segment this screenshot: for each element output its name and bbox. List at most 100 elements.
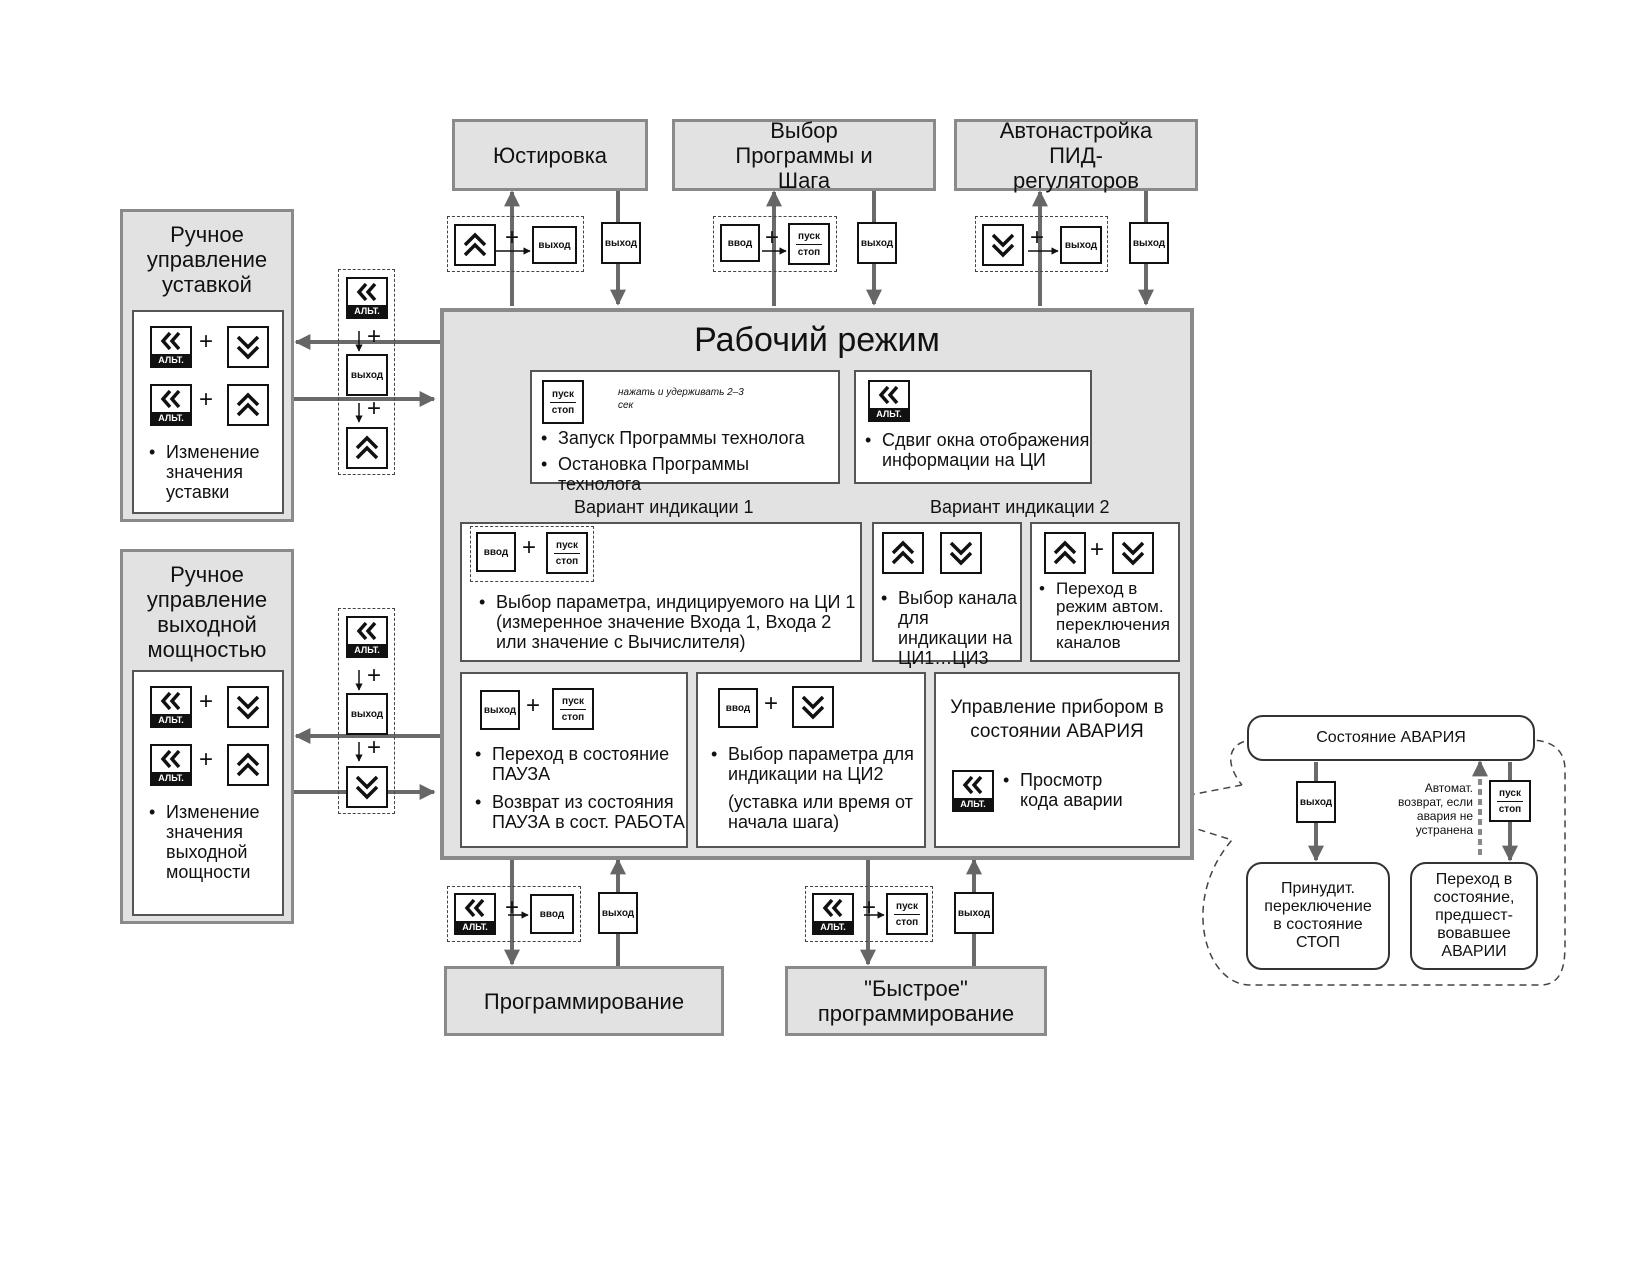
- channel-box: Выбор канала для индикации на ЦИ1…ЦИ3: [872, 522, 1022, 668]
- programming-box[interactable]: Программирование: [444, 966, 724, 1036]
- exit-key-label: выход: [350, 369, 384, 381]
- chevron-double-left-icon: [464, 898, 485, 918]
- start-key-label: пуск: [896, 900, 918, 912]
- alt-label: АЛЬТ.: [152, 713, 190, 726]
- ci2-box: ввод + Выбор параметра для индикации на …: [696, 672, 926, 848]
- alt-label: АЛЬТ.: [348, 304, 386, 317]
- exit-key-label: выход: [1064, 239, 1098, 251]
- alarm-box: Управление прибором в состоянии АВАРИЯ А…: [934, 672, 1180, 848]
- programming-key-combo: [447, 886, 581, 942]
- alt-key[interactable]: АЛЬТ.: [346, 616, 388, 658]
- variant1-key-combo: [470, 526, 594, 582]
- down-key[interactable]: [227, 686, 269, 728]
- exit-key-label: выход: [1132, 237, 1166, 249]
- alt-key[interactable]: АЛЬТ.: [346, 277, 388, 319]
- adjust-box[interactable]: Юстировка: [452, 119, 648, 191]
- plus-sign: +: [1030, 224, 1045, 251]
- exit-key[interactable]: выход: [857, 222, 897, 264]
- alt-key[interactable]: АЛЬТ.: [150, 686, 192, 728]
- exit-key[interactable]: выход: [1129, 222, 1169, 264]
- down-key[interactable]: [982, 224, 1024, 266]
- chevron-double-left-icon: [356, 282, 377, 302]
- list-item: Выбор параметра, индицируемого на ЦИ 1 (…: [474, 592, 858, 652]
- alt-key[interactable]: АЛЬТ.: [150, 326, 192, 368]
- auto-switch-box: + Переход в режим автом. переключения ка…: [1030, 522, 1180, 662]
- exit-key-label: выход: [604, 237, 638, 249]
- program-select-box[interactable]: Выбор Программы и Шага: [672, 118, 936, 193]
- up-key[interactable]: [1044, 532, 1086, 574]
- alt-key[interactable]: АЛЬТ.: [150, 744, 192, 786]
- alarm-bullets: Просмотр кода аварии: [998, 770, 1128, 810]
- plus-sign: +: [367, 734, 382, 761]
- down-key[interactable]: [346, 766, 388, 808]
- hold-hint: нажать и удерживать 2–3 сек: [618, 387, 744, 411]
- list-item: Выбор канала для индикации на ЦИ1…ЦИ3: [876, 588, 1020, 668]
- chevron-double-up-icon: [236, 392, 260, 417]
- exit-key[interactable]: выход: [346, 693, 388, 735]
- alt-key[interactable]: АЛЬТ.: [454, 893, 496, 935]
- up-key[interactable]: [882, 532, 924, 574]
- alt-label: АЛЬТ.: [152, 411, 190, 424]
- list-item: Запуск Программы технолога: [536, 428, 836, 448]
- channel-bullets: Выбор канала для индикации на ЦИ1…ЦИ3: [876, 588, 1020, 668]
- alarm-state-title: Состояние АВАРИЯ: [1316, 729, 1466, 746]
- down-key[interactable]: [227, 326, 269, 368]
- exit-key[interactable]: выход: [346, 354, 388, 396]
- stop-key-label: стоп: [551, 404, 575, 416]
- up-key[interactable]: [227, 744, 269, 786]
- chevron-double-left-icon: [962, 775, 983, 795]
- chevron-double-up-icon: [891, 540, 915, 565]
- exit-key[interactable]: выход: [480, 690, 520, 730]
- plus-sign: +: [367, 323, 382, 350]
- alt-key[interactable]: АЛЬТ.: [812, 893, 854, 935]
- enter-key-label: ввод: [483, 546, 509, 558]
- plus-sign: +: [505, 224, 520, 251]
- up-key[interactable]: [346, 427, 388, 469]
- up-key[interactable]: [227, 384, 269, 426]
- start-key-label: пуск: [1499, 787, 1521, 799]
- down-key[interactable]: [1112, 532, 1154, 574]
- autotune-box[interactable]: Автонастройка ПИД-регуляторов: [954, 118, 1198, 193]
- stop-key-label: стоп: [555, 555, 579, 567]
- exit-key[interactable]: выход: [1296, 781, 1336, 823]
- alt-key[interactable]: АЛЬТ.: [150, 384, 192, 426]
- programming-label: Программирование: [483, 988, 685, 1014]
- enter-key[interactable]: ввод: [718, 688, 758, 728]
- chevron-double-down-icon: [1121, 541, 1145, 566]
- down-key[interactable]: [940, 532, 982, 574]
- list-item: Остановка Программы технолога: [536, 454, 836, 494]
- exit-key[interactable]: выход: [532, 226, 577, 264]
- down-key[interactable]: [792, 686, 834, 728]
- exit-key[interactable]: выход: [1060, 226, 1102, 264]
- setpoint-bullets: Изменение значения уставки: [144, 442, 274, 502]
- exit-key[interactable]: выход: [601, 222, 641, 264]
- alt-key[interactable]: АЛЬТ.: [868, 380, 910, 422]
- alarm-title: Управление прибором в состоянии АВАРИЯ: [950, 697, 1164, 742]
- exit-key[interactable]: выход: [598, 892, 638, 934]
- exit-key-label: выход: [1299, 796, 1333, 808]
- enter-key[interactable]: ввод: [476, 532, 516, 572]
- chevron-double-left-icon: [160, 749, 181, 769]
- power-title: Ручное управление выходной мощностью: [146, 562, 268, 662]
- alt-label: АЛЬТ.: [152, 771, 190, 784]
- alt-label: АЛЬТ.: [152, 353, 190, 366]
- exit-key[interactable]: выход: [954, 892, 994, 934]
- quick-programming-box[interactable]: "Быстрое" программирование: [785, 966, 1047, 1036]
- auto-return-note: Автомат. возврат, если авария не устране…: [1398, 781, 1473, 837]
- setpoint-inner: АЛЬТ. + АЛЬТ. + Изменение значения устав…: [132, 310, 284, 514]
- chevron-double-up-icon: [463, 232, 487, 257]
- list-item: Изменение значения выходной мощности: [144, 802, 274, 882]
- list-item: Сдвиг окна отображения информации на ЦИ: [860, 430, 1090, 470]
- exit-key-label: выход: [350, 708, 384, 720]
- enter-key[interactable]: ввод: [720, 224, 760, 262]
- enter-key[interactable]: ввод: [530, 894, 574, 934]
- alt-key[interactable]: АЛЬТ.: [952, 770, 994, 812]
- up-key[interactable]: [454, 224, 496, 266]
- plus-sign: +: [862, 894, 877, 921]
